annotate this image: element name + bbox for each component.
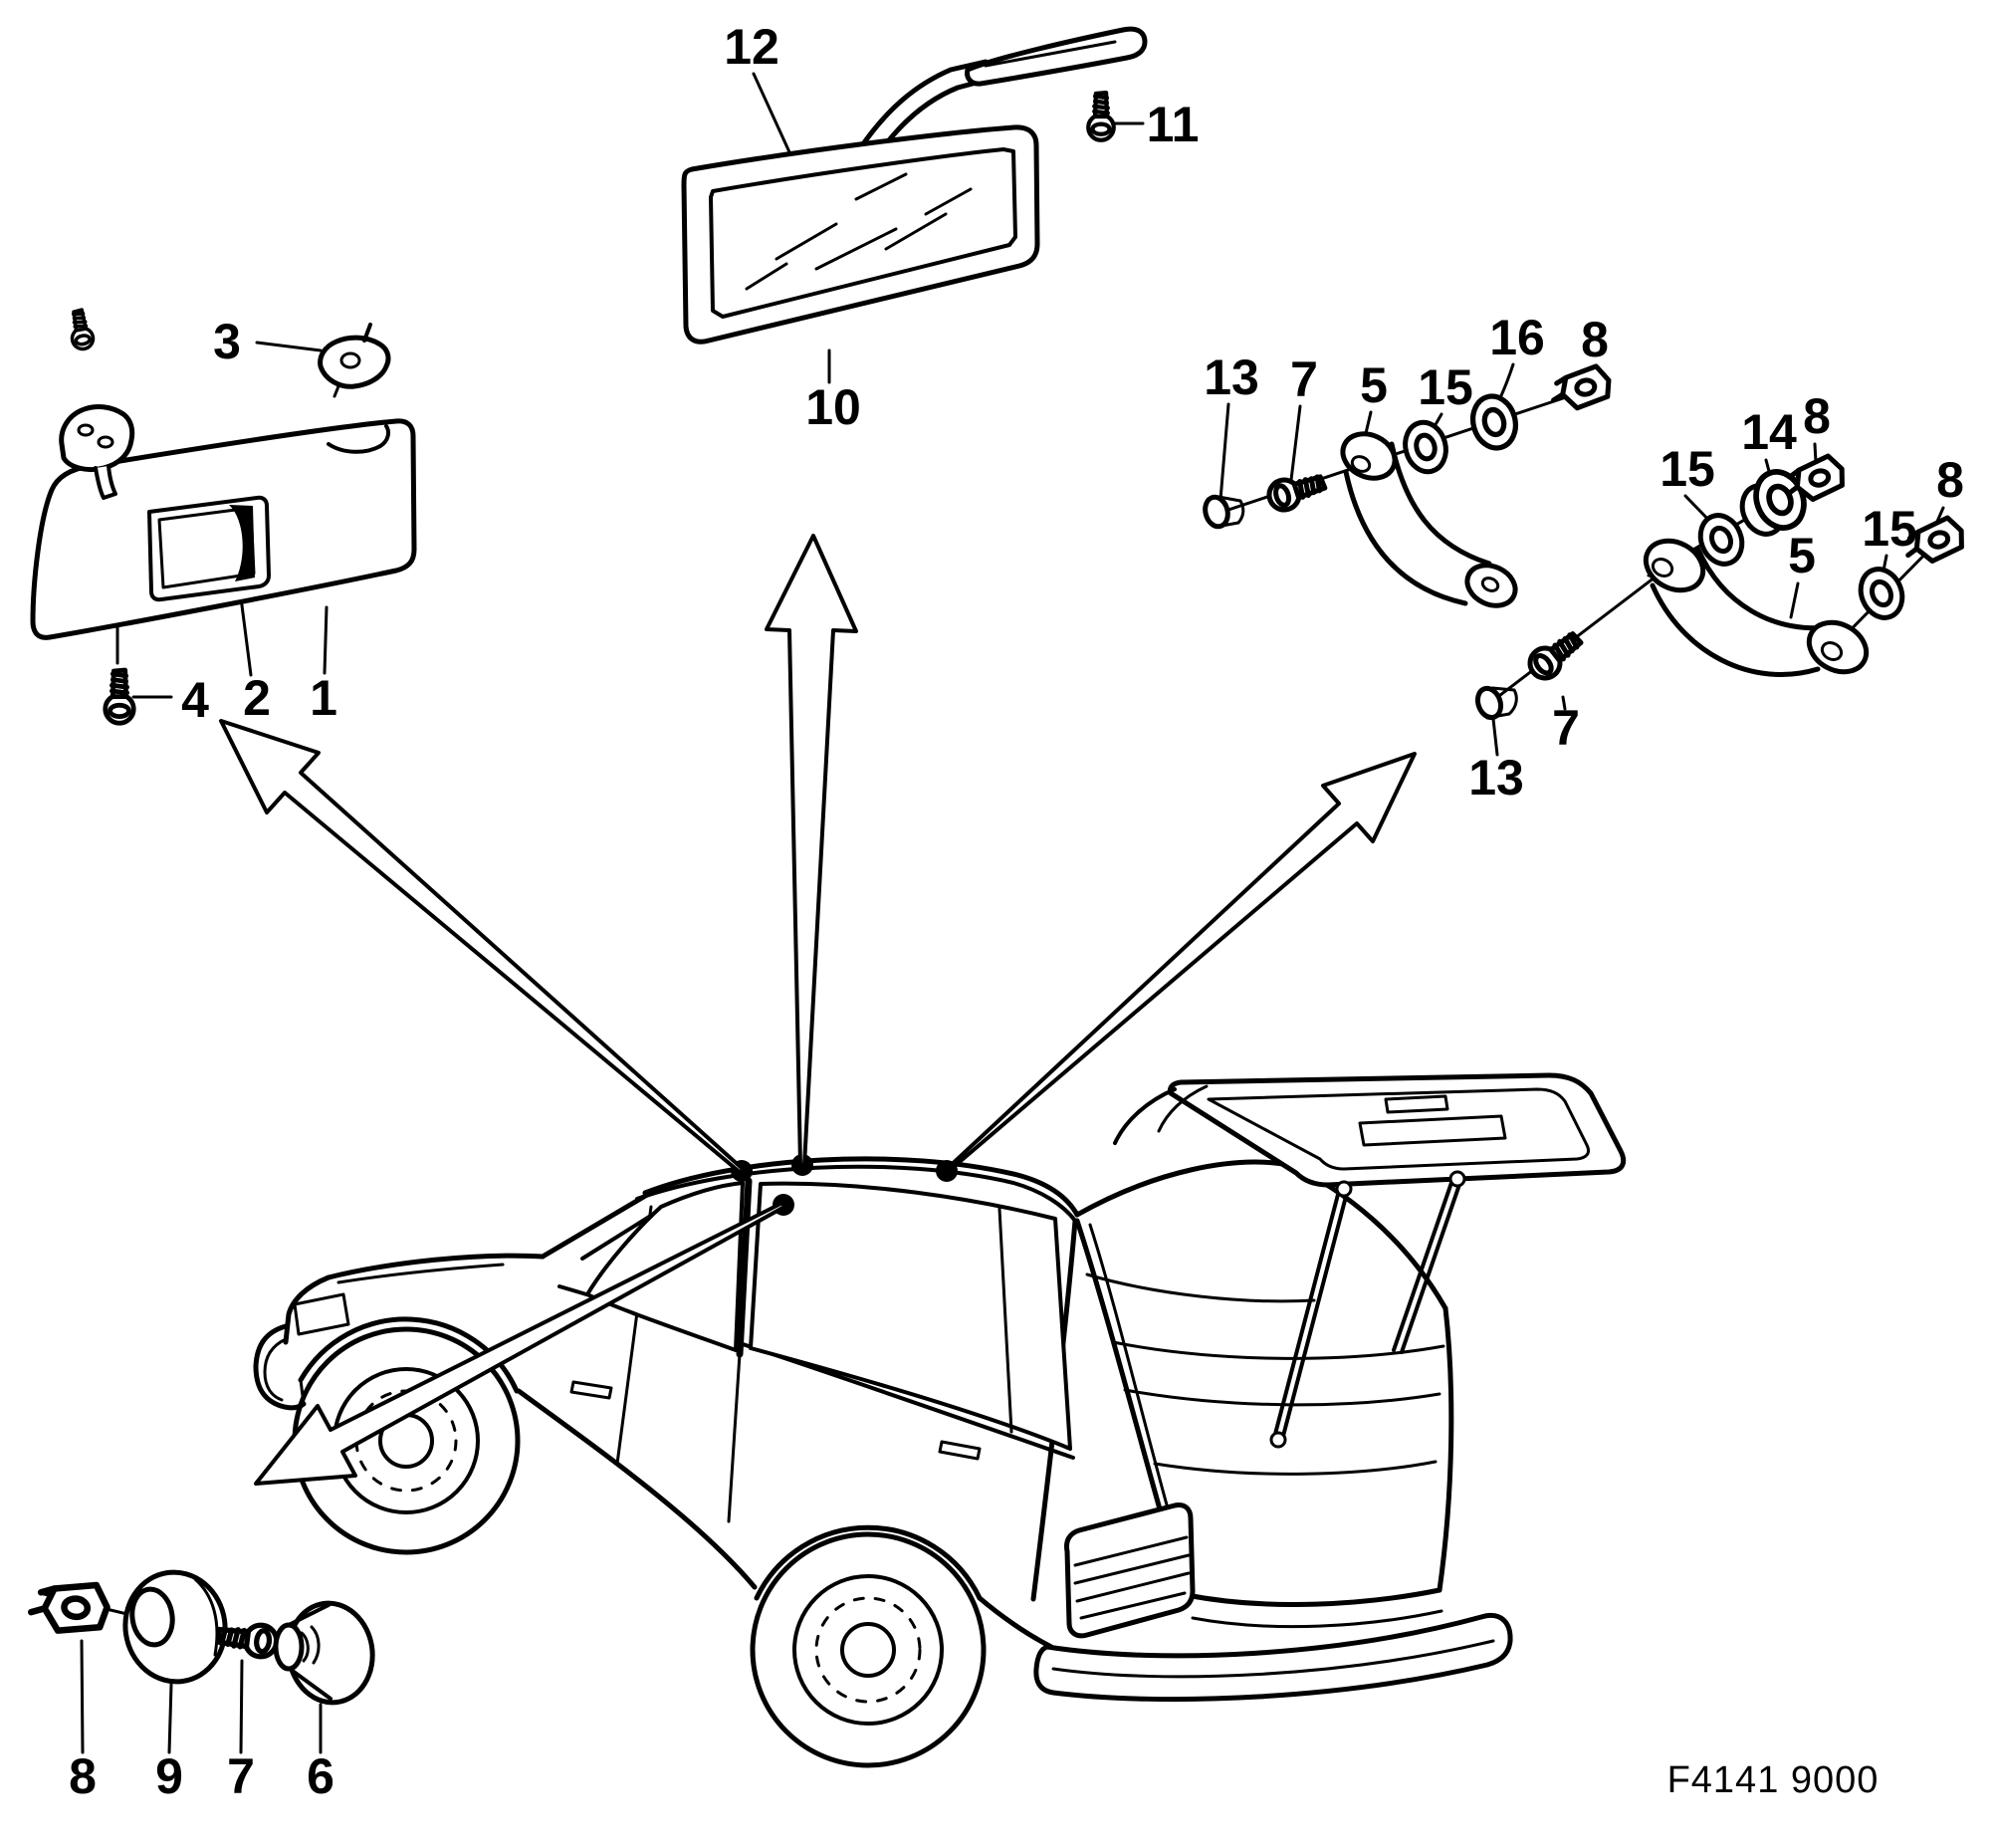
cover-cap-part-6 — [273, 1600, 375, 1706]
visor-pivot-mount — [59, 307, 135, 500]
callout-vanity-mirror: 2 — [243, 670, 271, 726]
tailgate-strut — [1269, 1170, 1466, 1449]
clip-nut-part-8 — [30, 1579, 110, 1636]
door-handle — [938, 1440, 982, 1461]
callout-grommet: 9 — [155, 1748, 183, 1804]
sun-visor-group — [30, 307, 417, 723]
grab-handle-part-5 — [1340, 431, 1518, 608]
rear-wheel — [750, 1531, 987, 1768]
callout-clipnut-rear-2: 8 — [1936, 452, 1964, 508]
handle-cap-part-13 — [1474, 685, 1518, 721]
callout-cap-front: 13 — [1204, 349, 1259, 405]
callout-handle-rear: 5 — [1788, 528, 1816, 583]
car-body — [253, 1156, 1513, 1703]
rearview-mirror-group — [681, 26, 1148, 384]
car-illustration — [253, 1072, 1627, 1768]
callout-cap-rear: 13 — [1468, 750, 1524, 806]
mirror-screw-part-11 — [1088, 93, 1114, 140]
callout-visor-clip: 3 — [213, 314, 241, 369]
handle-screw-part-7 — [1265, 468, 1328, 514]
callout-mirror-assembly: 10 — [805, 379, 861, 435]
washer-part-15 — [1854, 563, 1909, 623]
visor-screw-part-4 — [106, 670, 134, 723]
front-grab-handle-group — [1203, 364, 1613, 608]
callout-cover-cap: 6 — [307, 1748, 334, 1804]
clip-nut-part-8 — [1549, 364, 1613, 411]
leader-lines — [80, 1639, 323, 1754]
callout-labels: 3 4 2 1 12 11 10 13 7 5 15 16 8 15 14 8 … — [69, 19, 1964, 1804]
rear-bumper — [1033, 1613, 1513, 1703]
arrow-to-grab-handles — [944, 752, 1417, 1174]
callout-washer16: 16 — [1489, 310, 1545, 365]
callout-clipnut-rear-1: 8 — [1803, 388, 1831, 444]
coat-hook-fastener-group — [30, 1569, 375, 1754]
handle-cap-part-13 — [1203, 494, 1245, 530]
grab-handle-part-5 — [1643, 538, 1870, 677]
visor-pivot-screw — [65, 307, 97, 352]
callout-handle-front: 5 — [1360, 357, 1388, 413]
mirror-housing — [681, 124, 1040, 345]
drawing-code: F4141 9000 — [1667, 1759, 1880, 1801]
callout-mirror-screw: 11 — [1147, 97, 1200, 152]
door-handle — [569, 1380, 613, 1400]
callout-screw-front: 7 — [1290, 351, 1318, 407]
grommet-part-9 — [122, 1569, 228, 1685]
arrow-to-sun-visor — [219, 719, 745, 1175]
visor-clip-part-3 — [318, 323, 391, 398]
callout-screw-rear: 7 — [1552, 700, 1580, 756]
rear-grab-handle-group — [1474, 442, 1967, 757]
callout-clipnut-front: 8 — [1581, 312, 1609, 367]
handle-screw-part-7 — [1524, 626, 1587, 684]
tail-light — [1064, 1502, 1196, 1639]
callout-visor-screw: 4 — [181, 672, 209, 728]
washer-part-16 — [1467, 391, 1521, 453]
callout-mirror-housing: 12 — [724, 19, 779, 75]
arrow-to-mirror — [765, 534, 858, 1167]
callout-screw-bottom: 7 — [227, 1748, 255, 1804]
callout-collar-washer: 14 — [1741, 404, 1797, 460]
collar-washer-part-14 — [1739, 465, 1812, 541]
mirror-mount-foot — [965, 26, 1148, 87]
callout-washer-rear-1: 15 — [1660, 441, 1715, 497]
callout-visor-body: 1 — [310, 670, 337, 726]
callout-clipnut-bottom: 8 — [69, 1748, 97, 1804]
washer-part-15 — [1400, 418, 1451, 477]
callout-washer-front: 15 — [1418, 359, 1473, 415]
raised-tailgate — [1113, 1072, 1627, 1449]
arrow-to-fastener-set — [254, 1201, 786, 1486]
callout-washer-rear-2: 15 — [1862, 501, 1917, 557]
visor-vanity-mirror — [147, 495, 271, 602]
